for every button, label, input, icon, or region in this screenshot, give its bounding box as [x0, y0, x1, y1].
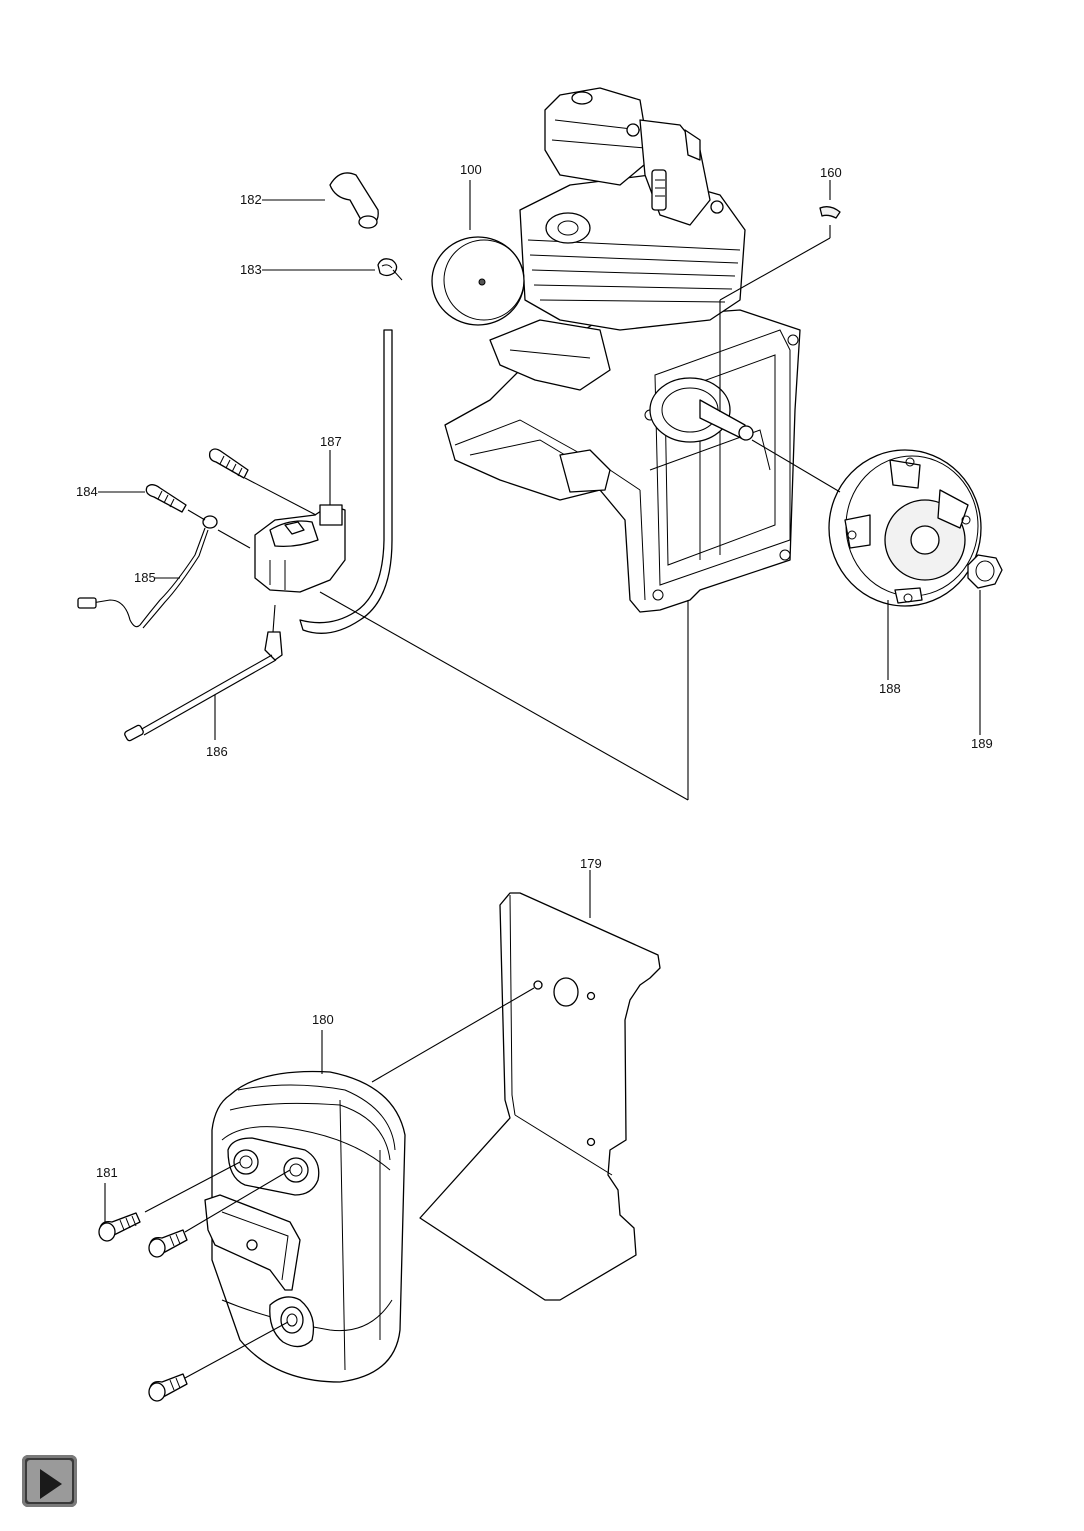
muffler-bolt-part [98, 1212, 141, 1242]
spark-plug-cap-part [329, 172, 379, 229]
next-page-button[interactable] [22, 1455, 77, 1507]
next-page-button-face [27, 1460, 72, 1502]
ground-wire-part [77, 515, 218, 629]
callout-180: 180 [312, 1012, 334, 1027]
muffler-bolt-part [148, 1229, 188, 1258]
engine-assembly [444, 87, 801, 613]
callout-189: 189 [971, 736, 993, 751]
spring-clip-part [377, 258, 403, 281]
ignition-coil-part [254, 504, 346, 593]
stop-wire-part [124, 631, 283, 742]
coil-screw-part [208, 448, 249, 479]
callout-160: 160 [820, 165, 842, 180]
fan-disc-part [431, 236, 525, 326]
screw-184-part [145, 484, 187, 513]
woodruff-key-part [819, 206, 841, 219]
flywheel-part [828, 449, 982, 607]
callout-186: 186 [206, 744, 228, 759]
callout-187: 187 [320, 434, 342, 449]
callout-188: 188 [879, 681, 901, 696]
callout-181: 181 [96, 1165, 118, 1180]
callout-184: 184 [76, 484, 98, 499]
callout-100: 100 [460, 162, 482, 177]
callout-183: 183 [240, 262, 262, 277]
ignition-wire-part [299, 329, 393, 634]
muffler-part [204, 1070, 406, 1383]
muffler-bolt-part [148, 1373, 188, 1402]
leader-lines [98, 180, 981, 1379]
flywheel-nut-part [967, 554, 1003, 589]
callout-185: 185 [134, 570, 156, 585]
callout-182: 182 [240, 192, 262, 207]
heat-shield-part [419, 892, 661, 1301]
callout-179: 179 [580, 856, 602, 871]
play-triangle-icon [40, 1469, 62, 1499]
